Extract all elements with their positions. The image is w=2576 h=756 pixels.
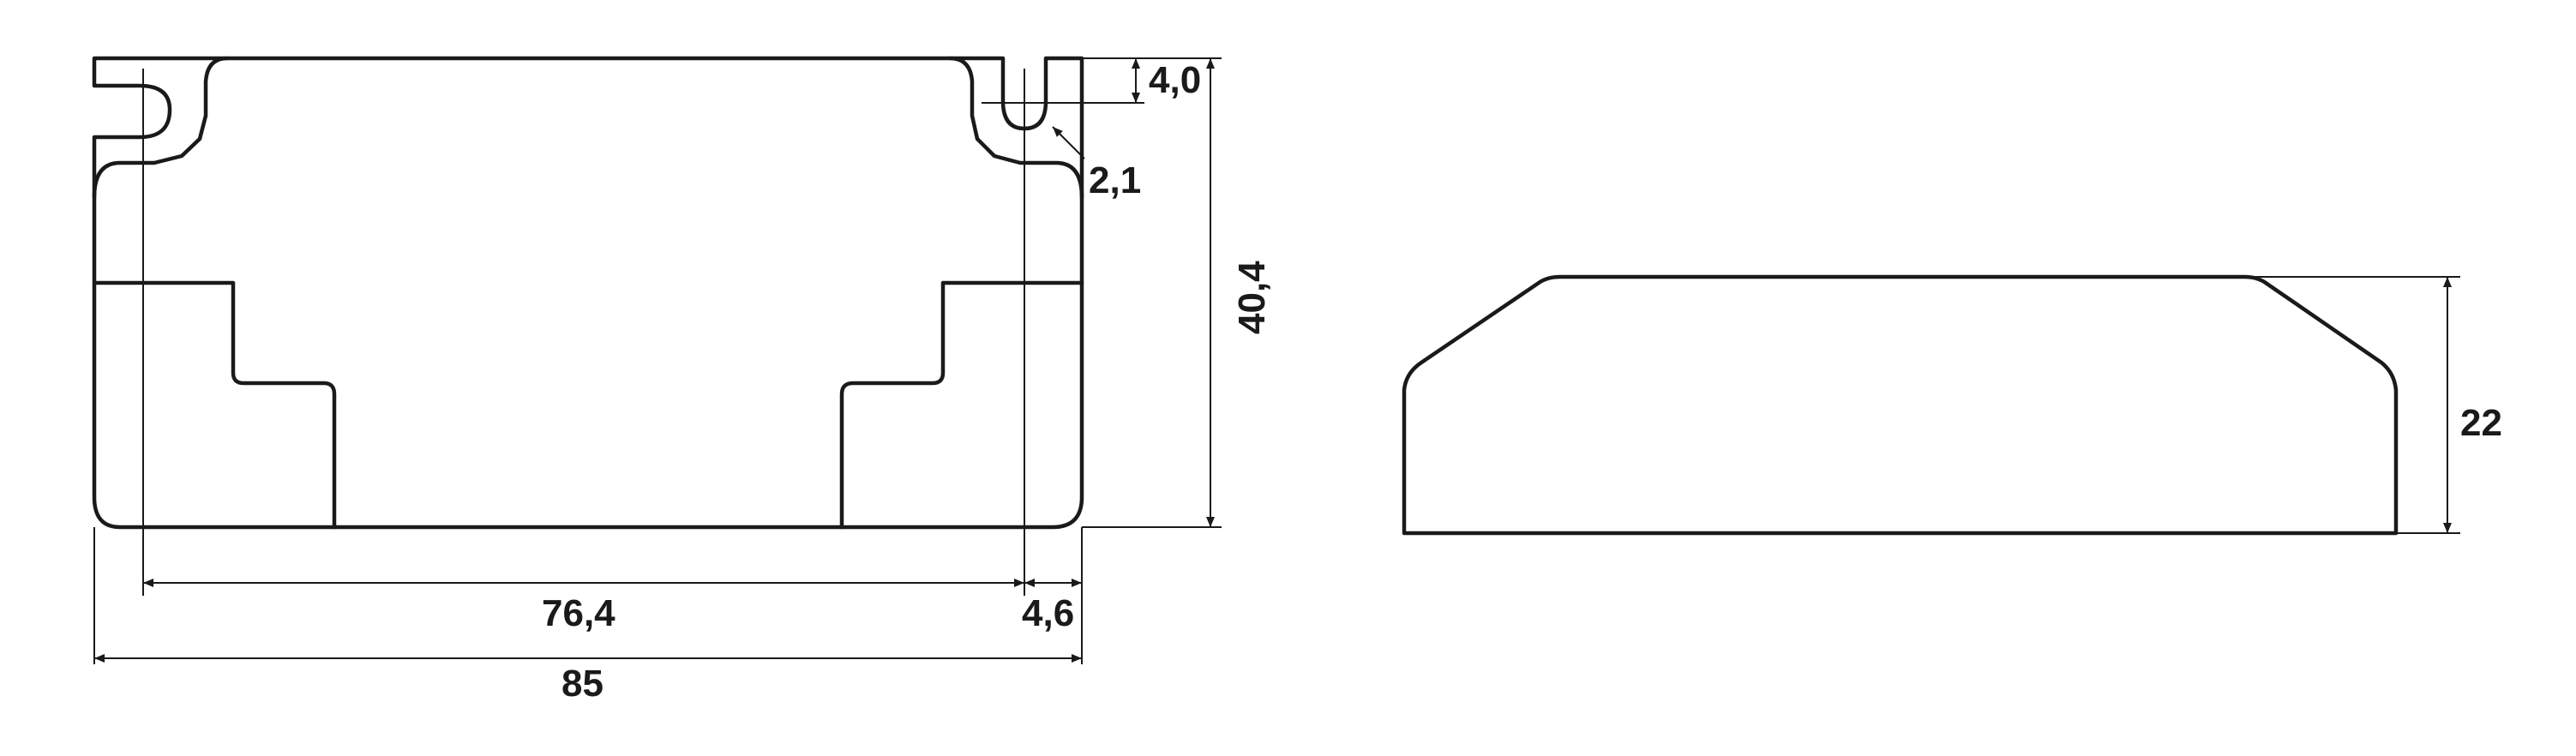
dim-label-width-overall: 85: [561, 663, 603, 705]
top-view-outline: [92, 56, 1084, 530]
dim-label-body-depth: 40,4: [1231, 261, 1273, 334]
dim-label-height: 22: [2460, 402, 2502, 444]
dim-label-slot-radius: 2,1: [1089, 159, 1141, 201]
inner-contour-left: [92, 56, 230, 200]
dim-label-hole-spacing: 76,4: [542, 592, 615, 634]
step-block-right: [839, 280, 1084, 530]
inner-contour-right: [947, 56, 1084, 200]
dim-label-slot-depth: 4,0: [1149, 59, 1201, 101]
side-view: 22: [1402, 274, 2502, 536]
dim-label-hole-offset: 4,6: [1022, 592, 1074, 634]
step-block-left: [92, 280, 337, 530]
top-view: 4,0 2,1 40,4 76,4 4,6 85: [92, 56, 1273, 705]
side-view-outline: [1402, 274, 2399, 536]
leader-slot-radius: [1052, 126, 1085, 159]
